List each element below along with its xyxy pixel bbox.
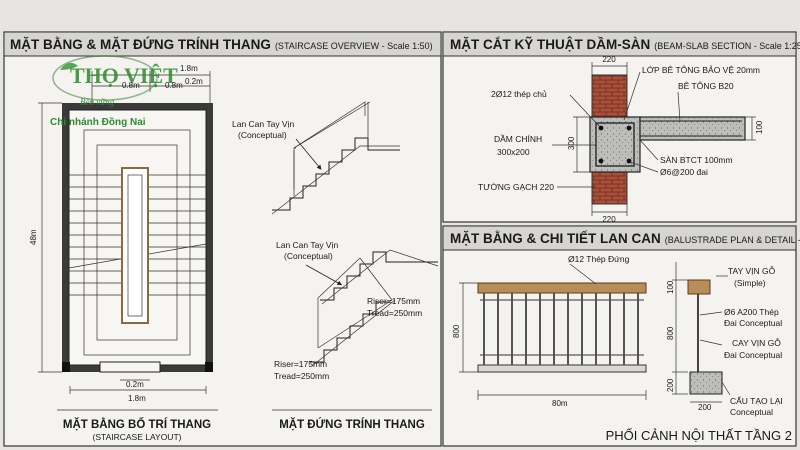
label-bar: Ø12 Thép Đứng <box>568 254 630 264</box>
balustrade-dim-width: 80m <box>552 399 568 408</box>
rail-label-2b: (Conceptual) <box>284 251 333 261</box>
balustrade-elevation <box>459 263 647 400</box>
section-title-bar <box>442 31 797 57</box>
label-slab: SÀN BTCT 100mm <box>660 155 733 165</box>
plan-dim-top-b: 0.2m <box>185 77 203 86</box>
rail-label-1: Lan Can Tay Vịn <box>232 119 294 129</box>
balustrade-dim-h-right: 800 <box>666 326 675 340</box>
balustrade-dim-h: 800 <box>452 324 461 338</box>
label-base-sub: Conceptual <box>730 407 773 417</box>
plan-dim-height: 48m <box>29 229 38 245</box>
label-stirrup: Ø6@200 đai <box>660 167 708 177</box>
label-handrail-sub: (Simple) <box>734 278 766 288</box>
watermark-logo <box>52 55 158 101</box>
rail-label-2: Lan Can Tay Vịn <box>276 240 338 250</box>
plan-dim-bottom: 0.2m <box>126 380 144 389</box>
section-title: MẶT CẮT KỸ THUẬT DẦM-SÀN(BEAM-SLAB SECTI… <box>450 37 800 52</box>
tread-label-1: Tread=250mm <box>367 308 422 318</box>
tread-label-2: Tread=250mm <box>274 371 329 381</box>
riser-label-1: Riser=175mm <box>367 296 420 306</box>
watermark-brand: THỌ VIỆT <box>70 63 178 88</box>
label-stirrup-1: Ø6 A200 Thép <box>724 307 779 317</box>
label-beam: DẦM CHÍNH <box>494 134 542 144</box>
balustrade-panel <box>442 225 797 447</box>
watermark-branch: Chi nhánh Đồng Nai <box>50 116 146 128</box>
label-wood-sub: Đai Conceptual <box>724 350 782 360</box>
section-dim-beam-h: 300 <box>567 136 576 150</box>
balustrade-detail <box>672 262 731 403</box>
balustrade-dim-base: 200 <box>666 378 675 392</box>
plan-dim-top-a: 1.8m <box>180 64 198 73</box>
footer-title: PHỐI CẢNH NỘI THẤT TẦNG 2 <box>606 428 792 443</box>
overview-title-bar <box>3 31 442 57</box>
stair-elevation-top <box>271 101 400 215</box>
riser-label-2: Riser=175mm <box>274 359 327 369</box>
label-concrete: BÊ TÔNG B20 <box>678 81 734 91</box>
plan-dim-top-c: 0.8m <box>122 81 140 90</box>
label-beam-size: 300x200 <box>497 147 530 157</box>
balustrade-title-bar <box>442 225 797 251</box>
stair-plan <box>62 103 213 373</box>
label-stirrup-1b: Đai Conceptual <box>724 318 782 328</box>
plan-dimensions <box>38 71 211 394</box>
beam-slab-section <box>552 62 756 216</box>
plan-dim-top-d: 0.8m <box>165 81 183 90</box>
label-wood: CAY VỊN GỖ <box>732 337 781 348</box>
label-cover: LỚP BÊ TÔNG BẢO VỆ 20mm <box>642 64 760 75</box>
label-base: CẤU TẠO LẠI <box>730 396 783 406</box>
plan-dim-bottom-total: 1.8m <box>128 394 146 403</box>
overview-title: MẶT BẰNG & MẶT ĐỨNG TRÍNH THANG(STAIRCAS… <box>10 37 433 52</box>
balustrade-dim-top: 100 <box>666 280 675 294</box>
rail-label-1b: (Conceptual) <box>238 130 287 140</box>
section-dim-slab: 100 <box>755 120 764 134</box>
label-rebar-main: 2Ø12 thép chủ <box>491 89 547 99</box>
label-handrail: TAY VỊN GỖ <box>728 265 776 276</box>
balustrade-title: MẶT BẰNG & CHI TIẾT LAN CAN(BALUSTRADE P… <box>450 231 800 246</box>
section-dim-bottom: 220 <box>602 215 616 224</box>
label-wall: TƯỜNG GẠCH 220 <box>478 182 554 192</box>
plan-caption: MẶT BẰNG BỐ TRÍ THANG <box>63 417 211 431</box>
watermark-slogan: Bền vững <box>80 97 115 107</box>
elevation-caption: MẶT ĐỨNG TRÍNH THANG <box>279 418 425 431</box>
balustrade-dim-base-w: 200 <box>698 403 712 412</box>
plan-caption-sub: (STAIRCASE LAYOUT) <box>93 432 182 442</box>
stair-elevation-bottom <box>310 249 439 367</box>
section-dim-top: 220 <box>602 55 616 64</box>
